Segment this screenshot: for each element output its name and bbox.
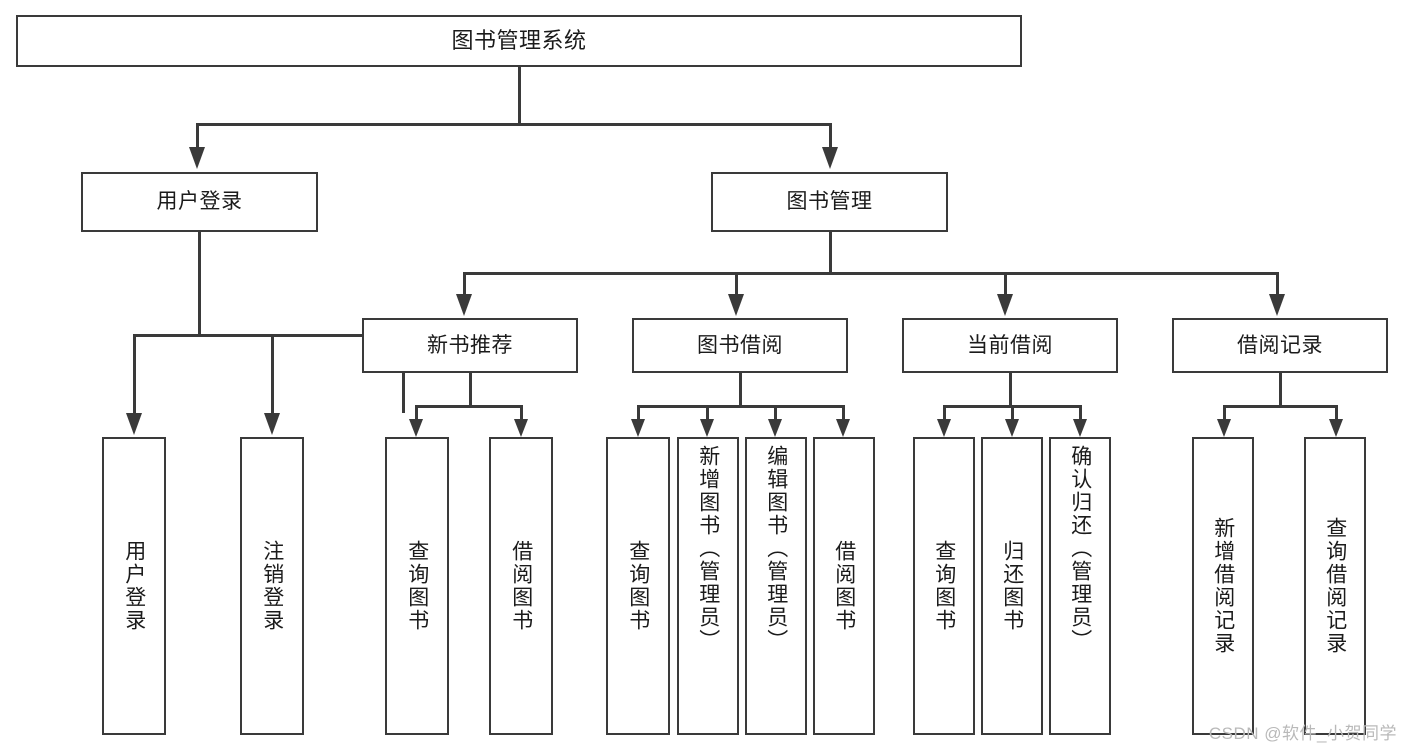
connector-cb-trunk (1009, 373, 1012, 405)
leaf-user-logout[interactable]: 注销登录 (240, 437, 304, 735)
leaf-add-record[interactable]: 新增借阅记录 (1192, 437, 1254, 735)
node-book-manage[interactable]: 图书管理 (711, 172, 948, 232)
connector-root-drop-right (829, 123, 832, 147)
connector-nbr-bar (415, 405, 523, 408)
csdn-watermark: CSDN @软件_小贺同学 (1208, 724, 1397, 743)
connector-br-trunk (1279, 373, 1282, 405)
connector-user-login-drop-1 (133, 334, 136, 413)
leaf-query-book-1[interactable]: 查询图书 (385, 437, 449, 735)
node-label: 当前借阅 (967, 333, 1053, 357)
connector-cb-drop-2 (1011, 405, 1014, 419)
arrow-to-leaf-add-book (700, 419, 714, 437)
connector-br-bar (1223, 405, 1338, 408)
leaf-label: 新增借阅记录 (1211, 517, 1235, 655)
leaf-label: 借阅图书 (832, 540, 856, 632)
arrow-to-leaf-query-record (1329, 419, 1343, 437)
leaf-label: 查询借阅记录 (1323, 517, 1347, 655)
connector-bm-drop-3 (1004, 272, 1007, 294)
arrow-to-borrow-record (1269, 294, 1285, 316)
connector-user-login-drop-2 (402, 334, 405, 413)
connector-cb-drop-3 (1079, 405, 1082, 419)
connector-bm-drop-2 (735, 272, 738, 294)
arrow-to-book-manage (822, 147, 838, 169)
leaf-label: 确认归还（管理员） (1068, 445, 1092, 652)
connector-cb-drop-1 (943, 405, 946, 419)
arrow-to-leaf-user-logout (264, 413, 280, 435)
connector-user-login-bar (133, 334, 405, 337)
node-borrow-record[interactable]: 借阅记录 (1172, 318, 1388, 373)
connector-bb-drop-1 (637, 405, 640, 419)
connector-bb-trunk (739, 373, 742, 405)
leaf-borrow-book-2[interactable]: 借阅图书 (813, 437, 875, 735)
leaf-label: 新增图书（管理员） (696, 445, 720, 652)
connector-br-drop-1 (1223, 405, 1226, 419)
leaf-add-book[interactable]: 新增图书（管理员） (677, 437, 739, 735)
arrow-to-user-login (189, 147, 205, 169)
connector-root-trunk (518, 67, 521, 123)
connector-user-login-trunk (198, 232, 201, 334)
node-label: 借阅记录 (1237, 333, 1323, 357)
connector-nbr-drop-2 (520, 405, 523, 419)
arrow-to-current-borrow (997, 294, 1013, 316)
connector-book-manage-bar (463, 272, 1278, 275)
arrow-to-leaf-edit-book (768, 419, 782, 437)
arrow-to-leaf-query-book-2 (631, 419, 645, 437)
leaf-borrow-book-1[interactable]: 借阅图书 (489, 437, 553, 735)
arrow-to-leaf-user-login (126, 413, 142, 435)
connector-br-drop-2 (1335, 405, 1338, 419)
arrow-to-leaf-query-book-3 (937, 419, 951, 437)
arrow-to-leaf-add-record (1217, 419, 1231, 437)
leaf-query-book-2[interactable]: 查询图书 (606, 437, 670, 735)
connector-book-manage-trunk (829, 232, 832, 272)
leaf-label: 编辑图书（管理员） (764, 445, 788, 652)
connector-bb-drop-4 (842, 405, 845, 419)
connector-bb-bar (637, 405, 845, 408)
node-label: 用户登录 (156, 190, 243, 214)
arrow-to-leaf-return-book (1005, 419, 1019, 437)
leaf-query-book-3[interactable]: 查询图书 (913, 437, 975, 735)
leaf-confirm-return[interactable]: 确认归还（管理员） (1049, 437, 1111, 735)
connector-nbr-drop-1 (415, 405, 418, 419)
connector-bb-drop-3 (774, 405, 777, 419)
node-current-borrow[interactable]: 当前借阅 (902, 318, 1118, 373)
leaf-query-record[interactable]: 查询借阅记录 (1304, 437, 1366, 735)
arrow-to-new-book-recommend (456, 294, 472, 316)
arrow-to-leaf-borrow-book-2 (836, 419, 850, 437)
arrow-to-leaf-borrow-book-1 (514, 419, 528, 437)
arrow-to-book-borrow (728, 294, 744, 316)
connector-bm-drop-4 (1276, 272, 1279, 294)
leaf-label: 用户登录 (122, 540, 146, 632)
connector-nbr-trunk (469, 373, 472, 405)
leaf-label: 注销登录 (260, 540, 284, 632)
connector-user-login-drop-2b (271, 334, 274, 413)
leaf-label: 借阅图书 (509, 540, 533, 632)
connector-bb-drop-2 (706, 405, 709, 419)
node-label: 图书管理 (786, 190, 873, 214)
connector-bm-drop-1 (463, 272, 466, 294)
leaf-label: 查询图书 (405, 540, 429, 632)
leaf-label: 归还图书 (1000, 540, 1024, 632)
node-new-book-recommend[interactable]: 新书推荐 (362, 318, 578, 373)
node-root-book-management-system[interactable]: 图书管理系统 (16, 15, 1022, 67)
connector-root-drop-left (196, 123, 199, 147)
leaf-edit-book[interactable]: 编辑图书（管理员） (745, 437, 807, 735)
arrow-to-leaf-confirm-return (1073, 419, 1087, 437)
node-label: 新书推荐 (427, 333, 513, 357)
node-label: 图书管理系统 (451, 27, 587, 53)
node-book-borrow[interactable]: 图书借阅 (632, 318, 848, 373)
connector-root-bar (196, 123, 832, 126)
node-user-login[interactable]: 用户登录 (81, 172, 318, 232)
leaf-label: 查询图书 (626, 540, 650, 632)
leaf-user-login[interactable]: 用户登录 (102, 437, 166, 735)
node-label: 图书借阅 (697, 333, 783, 357)
arrow-to-leaf-query-book-1 (409, 419, 423, 437)
leaf-return-book[interactable]: 归还图书 (981, 437, 1043, 735)
connector-user-login-bar-ext (271, 334, 405, 337)
leaf-label: 查询图书 (932, 540, 956, 632)
